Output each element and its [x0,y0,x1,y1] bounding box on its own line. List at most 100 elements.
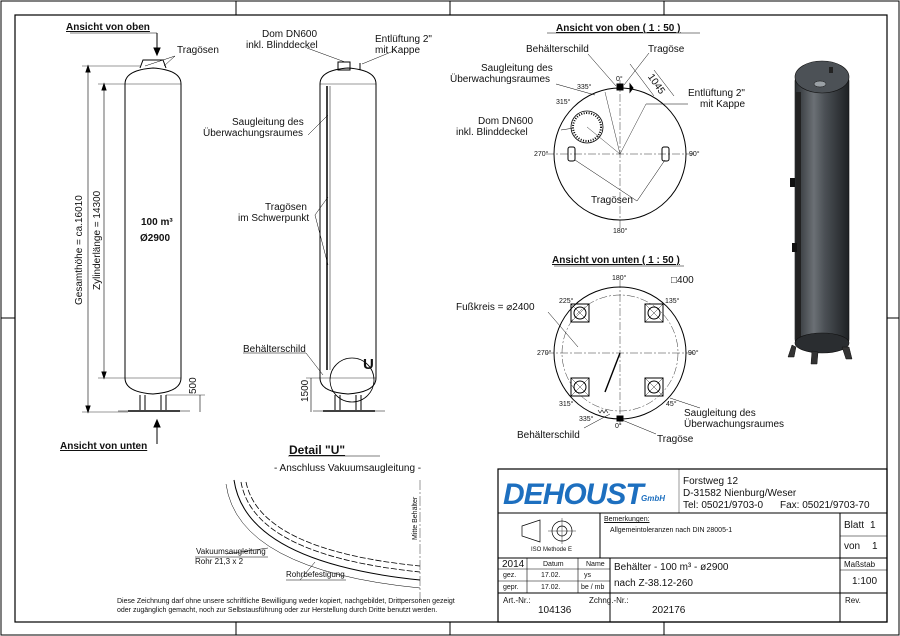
plan-bottom-square: □400 [671,275,694,286]
plan-top-lug: Tragöse [648,44,685,55]
plan-bottom-a270: 270° [537,350,552,357]
plan-top-title: Ansicht von oben ( 1 : 50 ) [556,23,681,34]
copyright-notice-2: oder zugänglich gemacht, noch zur Selbst… [117,607,438,614]
vent-label-2: mit Kappe [375,45,421,56]
detail-vac: Vakuumsaugleitung [196,547,266,556]
lugs-label-2: im Schwerpunkt [238,213,310,224]
drawing-number: 202176 [652,605,686,616]
date-header: Datum [543,561,564,568]
gez-label: gez. [503,572,517,579]
dim-1500: 1500 [300,379,311,402]
nameplate-label: Behälterschild [243,344,306,355]
detail-title: Detail "U" [289,443,346,457]
overall-height-dim: Gesamthöhe = ca.16010 [74,195,85,305]
scale-label: Maßstab [844,560,876,569]
plan-bottom-footcircle: Fußkreis = ⌀2400 [456,302,535,313]
plan-bottom-suction-2: Überwachungsraumes [684,419,785,430]
plan-top-vent-2: mit Kappe [700,99,746,110]
plan-bottom-a45: 45° [666,401,677,408]
sheet-label: Blatt [844,520,865,531]
plan-top-suction-2: Überwachungsraumes [450,74,551,85]
plan-top-a180: 180° [613,228,628,235]
plan-bottom-a135: 135° [665,298,680,305]
scale-value: 1:100 [852,576,878,587]
year: 2014 [502,559,525,570]
foot-squares [570,303,664,397]
plan-top-nameplate: Behälterschild [526,44,589,55]
detail-subtitle: - Anschluss Vakuumsaugleitung - [274,463,422,474]
front-view-tank [70,32,205,444]
detail-u [195,455,421,600]
company-logo: DEHOUST [503,478,644,511]
dome-label: Dom DN600 [262,29,318,40]
lugs-label: Tragösen [265,202,307,213]
drawing-title: Behälter - 100 m³ - ø2900 [614,562,729,573]
remarks-text: Allgemeintoleranzen nach DIN 28005-1 [610,527,733,534]
address-tel: Tel: 05021/9703-0 [683,500,764,511]
drawing-number-label: Zchng.-Nr.: [589,596,629,605]
tank-3d-render [787,60,853,365]
company-logo-suffix: GmbH [641,494,665,503]
plan-bottom-title: Ansicht von unten ( 1 : 50 ) [552,255,680,266]
view-bottom-label: Ansicht von unten [60,441,148,452]
vent-label: Entlüftung 2" [375,34,432,45]
plan-top-view [546,32,700,228]
revision-label: Rev. [845,596,861,605]
drawing-title-2: nach Z-38.12-260 [614,578,693,589]
plan-top-a270: 270° [534,151,549,158]
plan-top-dome-2: inkl. Blinddeckel [456,127,528,138]
plan-bottom-view [546,265,701,435]
plan-bottom-lug: Tragöse [657,434,694,445]
volume-label: 100 m³ [141,217,173,228]
plan-top-suction: Saugleitung des [481,63,553,74]
sheet-value: 1 [870,520,876,531]
side-view-tank [243,47,397,412]
cylinder-length-dim: Zylinderlänge = 14300 [92,190,103,290]
plan-bottom-a90: 90° [688,350,699,357]
plan-bottom-a335: 335° [579,416,594,423]
gepr-name: be / mb [581,584,605,591]
plan-bottom-a0: 0° [615,423,622,430]
of-label: von [844,541,861,552]
copyright-notice: Diese Zeichnung darf ohne unsere schrift… [117,598,455,605]
plan-top-dome: Dom DN600 [478,116,534,127]
plan-bottom-suction: Saugleitung des [684,408,756,419]
view-top-label: Ansicht von oben [66,22,150,33]
plan-top-lugs: Tragösen [591,195,633,206]
dome-label-2: inkl. Blinddeckel [246,40,318,51]
plan-bottom-a315: 315° [559,401,574,408]
gepr-label: gepr. [503,584,519,591]
address-fax: Fax: 05021/9703-70 [780,500,870,511]
plan-top-a315: 315° [556,99,571,106]
address-city: D-31582 Nienburg/Weser [683,488,797,499]
remarks-label: Bemerkungen: [604,516,650,523]
gepr-date: 17.02. [541,584,561,591]
base-height-dim: 500 [188,377,199,394]
detail-vac-2: Rohr 21,3 x 2 [195,557,244,566]
plan-top-a335: 335° [577,84,592,91]
name-header: Name [586,561,605,568]
detail-marker: U [363,356,374,373]
title-block [497,468,888,623]
plan-bottom-a180: 180° [612,275,627,282]
detail-fixing: Rohrbefestigung [286,570,345,579]
art-number: 104136 [538,605,572,616]
plan-top-a0: 0° [616,76,623,83]
detail-wall: Mitte Behälter [412,496,419,540]
tragoesen-label: Tragösen [177,45,219,56]
plan-top-a90: 90° [689,151,700,158]
suction-label: Saugleitung des [232,117,304,128]
plan-bottom-nameplate: Behälterschild [517,430,580,441]
art-label: Art.-Nr.: [503,596,531,605]
iso-method: ISO Methode E [531,547,573,553]
of-value: 1 [872,541,878,552]
gez-name: ys [584,572,591,579]
address-street: Forstweg 12 [683,476,739,487]
diameter-label: Ø2900 [140,233,171,244]
gez-date: 17.02. [541,572,561,579]
plan-bottom-a225: 225° [559,298,574,305]
suction-label-2: Überwachungsraumes [203,128,304,139]
plan-top-vent: Entlüftung 2" [688,88,745,99]
